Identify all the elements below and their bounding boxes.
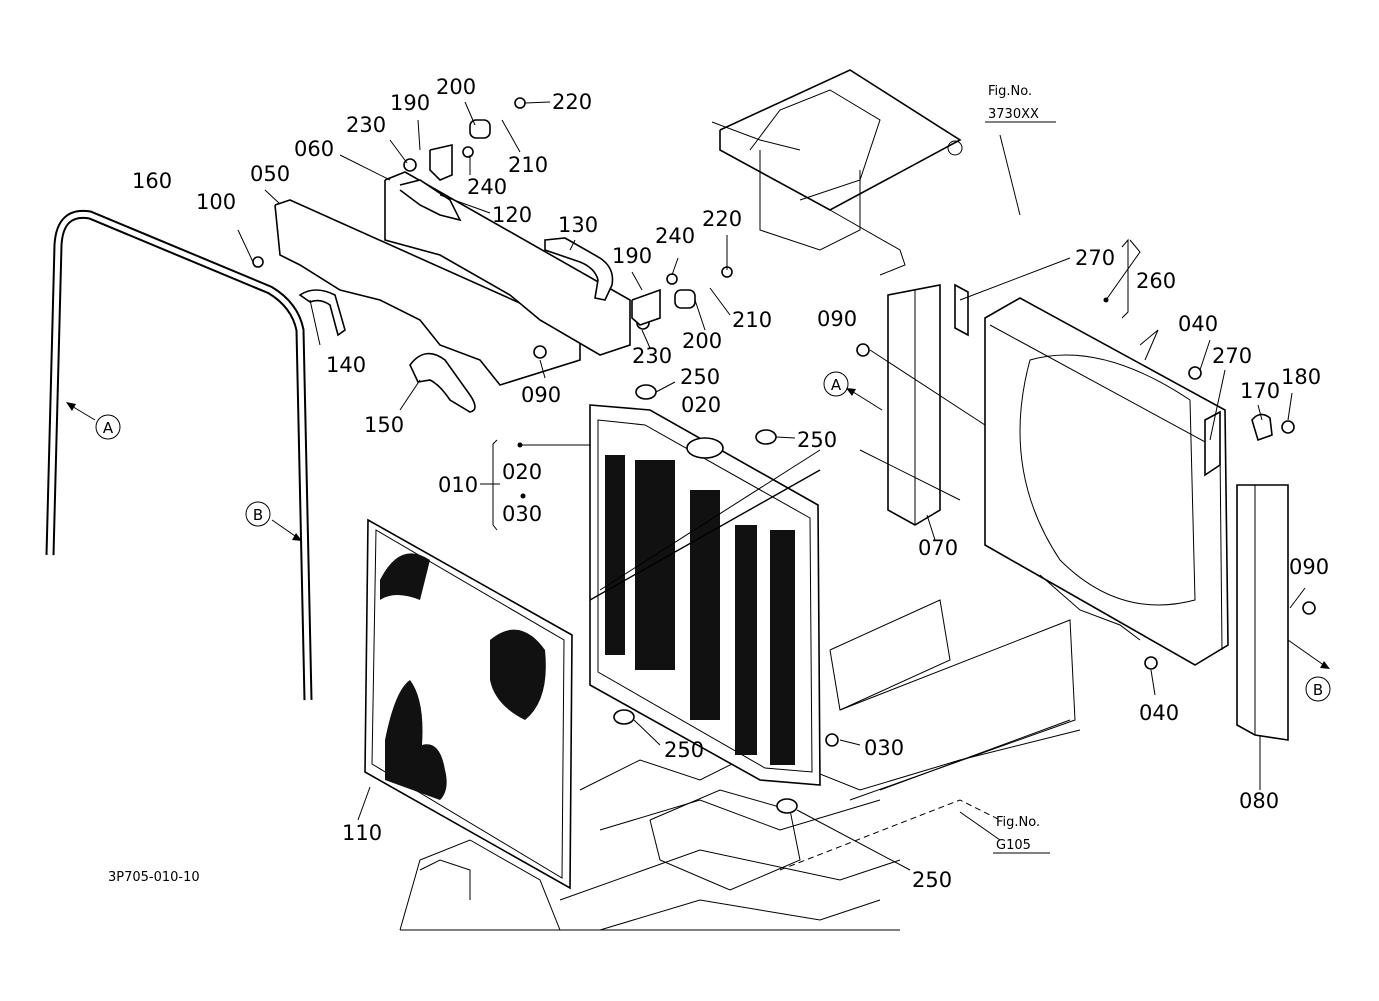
callout-230b: 230 <box>632 344 672 368</box>
callout-100: 100 <box>196 190 236 214</box>
callout-210b: 210 <box>732 308 772 332</box>
callout-090a: 090 <box>521 383 561 407</box>
fig-ref-g105: Fig.No. G105 <box>993 815 1050 854</box>
callout-260: 260 <box>1136 269 1176 293</box>
callout-210a: 210 <box>508 153 548 177</box>
leader-lines <box>237 101 1306 871</box>
callout-180: 180 <box>1281 365 1321 389</box>
screen-110 <box>364 518 573 890</box>
callout-040a: 040 <box>1178 312 1218 336</box>
fig-ref-3730xx: Fig.No. 3730XX <box>985 84 1056 123</box>
bracket-150 <box>409 352 476 413</box>
callout-170: 170 <box>1240 379 1280 403</box>
bracket-130 <box>544 237 614 301</box>
callout-060: 060 <box>294 137 334 161</box>
callout-030a: 030 <box>502 502 542 526</box>
callout-120: 120 <box>492 203 532 227</box>
callout-labels: 160 100 050 060 230 190 200 220 210 240 … <box>132 75 1329 892</box>
callout-090b: 090 <box>817 307 857 331</box>
hardware-fasteners <box>252 97 1316 747</box>
callout-250a: 250 <box>680 365 720 389</box>
callout-240b: 240 <box>655 224 695 248</box>
callout-200a: 200 <box>436 75 476 99</box>
shroud-080 <box>1236 484 1289 741</box>
marker-a-left: A <box>66 402 121 440</box>
callout-250c: 250 <box>664 738 704 762</box>
callout-020a: 020 <box>681 393 721 417</box>
radiator-010 <box>589 404 821 786</box>
callout-200b: 200 <box>682 329 722 353</box>
callout-220b: 220 <box>702 207 742 231</box>
fan-shroud-260 <box>954 283 1229 666</box>
bracket-140 <box>298 289 346 337</box>
fig-ref-title: Fig.No. <box>988 84 1032 99</box>
fig-ref-title: Fig.No. <box>996 815 1040 830</box>
callout-090c: 090 <box>1289 555 1329 579</box>
callout-240a: 240 <box>467 175 507 199</box>
marker-b-left: B <box>245 501 302 541</box>
fig-ref-number: G105 <box>996 838 1031 853</box>
upper-mount-frame <box>711 69 963 276</box>
callout-130: 130 <box>558 213 598 237</box>
callout-140: 140 <box>326 353 366 377</box>
callout-250d: 250 <box>912 868 952 892</box>
callout-270a: 270 <box>1075 246 1115 270</box>
marker-b-label: B <box>1313 681 1323 699</box>
marker-b-label: B <box>253 506 263 524</box>
callout-150: 150 <box>364 413 404 437</box>
callout-250b: 250 <box>797 428 837 452</box>
callout-050: 050 <box>250 162 290 186</box>
rubber-mount-250 <box>613 384 798 814</box>
shroud-070 <box>887 284 941 526</box>
callout-040b: 040 <box>1139 701 1179 725</box>
marker-a-label: A <box>831 376 842 394</box>
callout-190a: 190 <box>390 91 430 115</box>
fig-ref-number: 3730XX <box>988 107 1039 122</box>
callout-070: 070 <box>918 536 958 560</box>
callout-190b: 190 <box>612 244 652 268</box>
callout-230a: 230 <box>346 113 386 137</box>
callout-020b: 020 <box>502 460 542 484</box>
marker-a-right: A <box>823 371 883 411</box>
callout-270b: 270 <box>1212 344 1252 368</box>
callout-030b: 030 <box>864 736 904 760</box>
callout-080: 080 <box>1239 789 1279 813</box>
drawing-code: 3P705-010-10 <box>108 870 200 885</box>
marker-a-label: A <box>103 419 114 437</box>
callout-010: 010 <box>438 473 478 497</box>
callout-160: 160 <box>132 169 172 193</box>
cover-plate-050 <box>274 171 631 386</box>
callout-220a: 220 <box>552 90 592 114</box>
machine-frame <box>399 599 1081 931</box>
marker-b-right: B <box>1287 639 1331 702</box>
callout-110: 110 <box>342 821 382 845</box>
